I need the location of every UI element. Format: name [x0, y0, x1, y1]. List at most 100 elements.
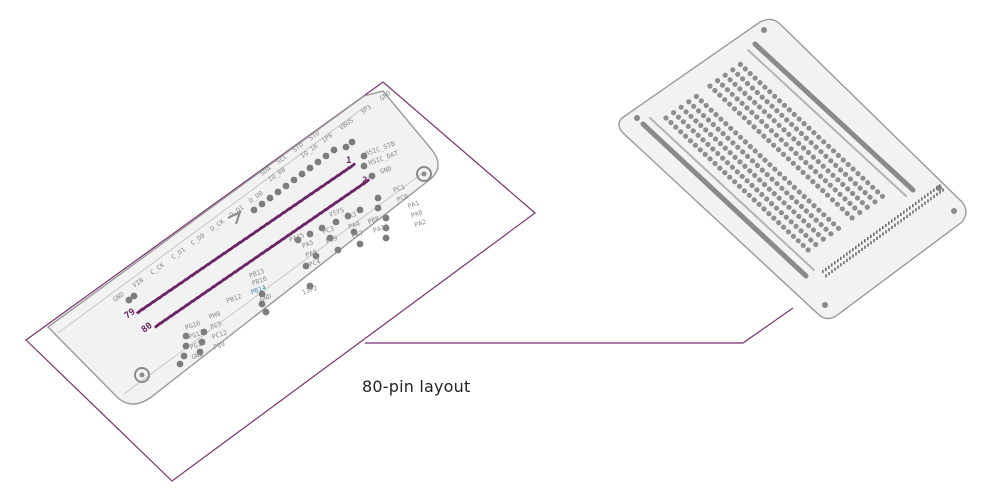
breadboard-hole: [713, 112, 719, 118]
header-pin: [936, 192, 938, 196]
pad-dot: [368, 172, 376, 180]
breadboard-hole: [703, 127, 709, 133]
breadboard-hole: [820, 236, 826, 242]
pad-dot: [266, 194, 274, 202]
breadboard-hole: [845, 186, 851, 192]
breadboard-hole: [817, 173, 824, 179]
header-pin: [849, 256, 851, 260]
breadboard-hole: [764, 172, 770, 178]
breadboard-hole: [781, 200, 787, 206]
breadboard-hole: [683, 133, 689, 139]
breadboard-hole: [739, 100, 745, 106]
breadboard-hole: [756, 104, 763, 110]
breadboard-hole: [857, 209, 863, 216]
pin-marker-2: 2: [362, 176, 367, 186]
breadboard-hole: [749, 85, 756, 91]
header-pin: [867, 243, 869, 247]
breadboard-hole: [864, 204, 870, 210]
header-pin: [876, 236, 878, 240]
breadboard-hole: [781, 224, 787, 230]
header-pin: [861, 241, 863, 245]
breadboard-hole: [820, 188, 826, 194]
breadboard-hole: [761, 133, 767, 139]
header-pin: [864, 239, 866, 243]
breadboard-hole: [752, 148, 758, 154]
header-pin: [858, 243, 860, 247]
breadboard-hole: [782, 175, 788, 181]
pad-dot: [125, 296, 133, 304]
header-pin: [912, 210, 914, 214]
arrow-mark-icon: [227, 210, 242, 225]
breadboard-hole: [749, 109, 755, 115]
breadboard-hole: [815, 159, 821, 165]
pad-dot: [312, 252, 320, 260]
breadboard-hole: [785, 229, 792, 235]
breadboard-hole: [740, 76, 746, 82]
header-pin: [849, 250, 851, 254]
pad-dot: [306, 164, 314, 172]
breadboard-hole: [752, 75, 758, 81]
breadboard-hole: [835, 177, 841, 183]
label-bottom: PG9: [212, 340, 226, 352]
breadboard-hole: [793, 223, 799, 229]
breadboard-hole: [780, 151, 787, 157]
breadboard-hole: [752, 172, 758, 178]
header-pin: [894, 223, 896, 227]
breadboard-hole: [839, 206, 845, 212]
header-pin: [906, 208, 908, 212]
breadboard-hole: [751, 197, 757, 203]
power-rail: [640, 121, 809, 279]
pad-dot: [360, 162, 368, 170]
breadboard-hole: [806, 222, 812, 229]
breadboard-hole: [847, 176, 854, 182]
breadboard-hole: [734, 96, 740, 102]
breadboard-hole: [789, 194, 795, 200]
header-pin: [936, 186, 938, 190]
breadboard-hole: [796, 140, 802, 146]
header-pin: [846, 258, 848, 262]
breadboard-hole: [680, 119, 687, 125]
breadboard-hole: [712, 87, 718, 94]
pad-dot: [334, 246, 342, 254]
header-pin: [906, 214, 908, 218]
breadboard-hole: [793, 150, 799, 156]
breadboard-hole: [829, 197, 836, 203]
breadboard-hole: [778, 210, 785, 216]
breadboard-hole: [842, 171, 849, 177]
label-right: PC0: [396, 192, 410, 204]
breadboard-hole: [832, 187, 838, 193]
breadboard-hole: [693, 118, 699, 124]
breadboard-hole: [730, 67, 736, 73]
breadboard-hole: [717, 141, 724, 147]
breadboard-hole: [686, 99, 692, 105]
breadboard-hole: [794, 199, 800, 205]
header-pin: [924, 201, 926, 205]
header-pin: [885, 223, 887, 227]
breadboard-hole: [685, 123, 691, 129]
pad-dot: [314, 158, 322, 166]
breadboard-hole: [791, 111, 797, 118]
breadboard-hole: [720, 131, 726, 137]
pad-dot: [374, 204, 382, 212]
header-pin: [837, 265, 839, 269]
breadboard-hole: [742, 163, 748, 169]
header-pin: [909, 212, 911, 216]
breadboard-hole: [744, 80, 751, 87]
breadboard-hole: [790, 160, 796, 166]
breadboard-hole: [776, 220, 782, 226]
breadboard-hole: [831, 221, 837, 227]
header-pin: [822, 270, 824, 274]
breadboard-hole: [756, 201, 762, 207]
header-pin: [852, 248, 854, 252]
breadboard-hole: [715, 150, 721, 157]
header-pin: [828, 272, 830, 276]
pin-bar: [347, 162, 357, 170]
breadboard-hole: [729, 164, 736, 170]
breadboard-hole: [700, 112, 707, 119]
header-pin: [903, 217, 905, 221]
pad-dot: [342, 143, 350, 151]
header-pin: [882, 232, 884, 236]
breadboard-hole: [857, 185, 863, 191]
header-pin: [831, 269, 833, 273]
breadboard-hole: [813, 169, 819, 175]
